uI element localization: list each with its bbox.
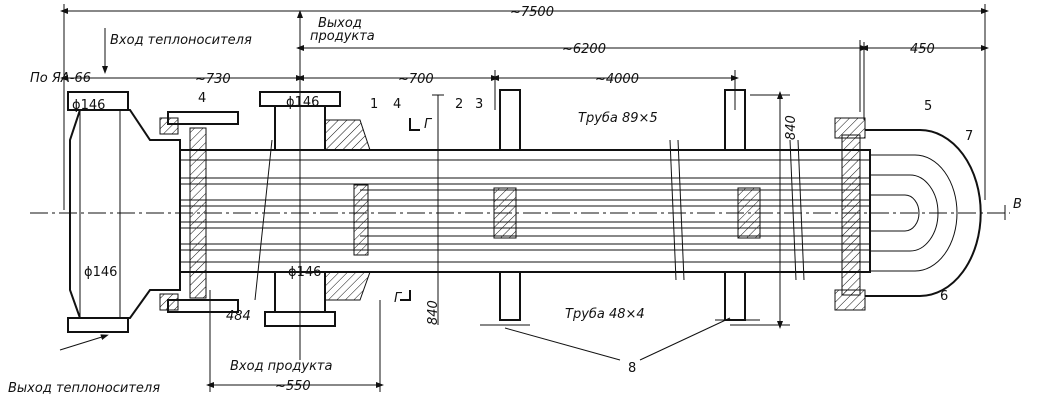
bolts-left <box>167 111 239 313</box>
label-heat-carrier-in: Вход теплоносителя <box>110 33 252 48</box>
dim-nozzle-spacing: ~700 <box>398 72 434 87</box>
left-head <box>67 91 181 333</box>
dim-height-top: 840 <box>784 115 799 140</box>
dim-tube-length: ~6200 <box>562 42 606 57</box>
label-product-in: Вход продукта <box>230 359 332 374</box>
callout-7: 7 <box>965 129 973 144</box>
callout-3: 3 <box>475 97 483 112</box>
dimension-lines <box>30 4 1010 392</box>
label-section-g-top: Г <box>424 117 433 132</box>
diameter-1: ϕ146 <box>72 98 105 113</box>
u-bend-head <box>865 129 982 297</box>
callout-5: 5 <box>924 99 932 114</box>
label-pipe-89: Труба 89×5 <box>578 111 658 126</box>
leader-8 <box>504 317 731 361</box>
dim-left-head: ~730 <box>195 72 231 87</box>
label-product-out-2: продукта <box>310 29 375 44</box>
shell <box>179 139 871 281</box>
dim-right-end: 450 <box>910 42 935 57</box>
nozzle-product-out <box>259 91 371 151</box>
callout-8: 8 <box>628 361 636 376</box>
label-section-g-bottom: Г <box>394 291 403 306</box>
nozzle-product-in <box>264 271 371 327</box>
tube-sheets <box>159 117 866 311</box>
diameter-2: ϕ146 <box>286 95 319 110</box>
label-pipe-48: Труба 48×4 <box>565 307 645 322</box>
diameter-4: ϕ146 <box>288 265 321 280</box>
label-view-b: В <box>1013 197 1022 212</box>
dim-baffle-span: ~4000 <box>595 72 639 87</box>
dim-height-bottom: 840 <box>426 300 441 325</box>
callout-4b: 4 <box>393 97 401 112</box>
flow-arrows <box>59 10 1006 351</box>
label-heat-carrier-out: Выход теплоносителя <box>8 381 160 396</box>
dim-bottom-nozzles: ~550 <box>275 379 311 394</box>
dim-overall: ~7500 <box>510 5 554 20</box>
callout-4a: 4 <box>198 91 206 106</box>
section-marks <box>400 118 420 301</box>
callout-6: 6 <box>940 289 948 304</box>
label-product-out-1: Выход <box>318 16 362 31</box>
callout-1: 1 <box>370 97 378 112</box>
label-flange-std: По ЯА-66 <box>30 71 91 86</box>
diameter-3: ϕ146 <box>84 265 117 280</box>
callout-2: 2 <box>455 97 463 112</box>
supports <box>480 40 861 326</box>
dim-offset-484: 484 <box>226 309 251 324</box>
